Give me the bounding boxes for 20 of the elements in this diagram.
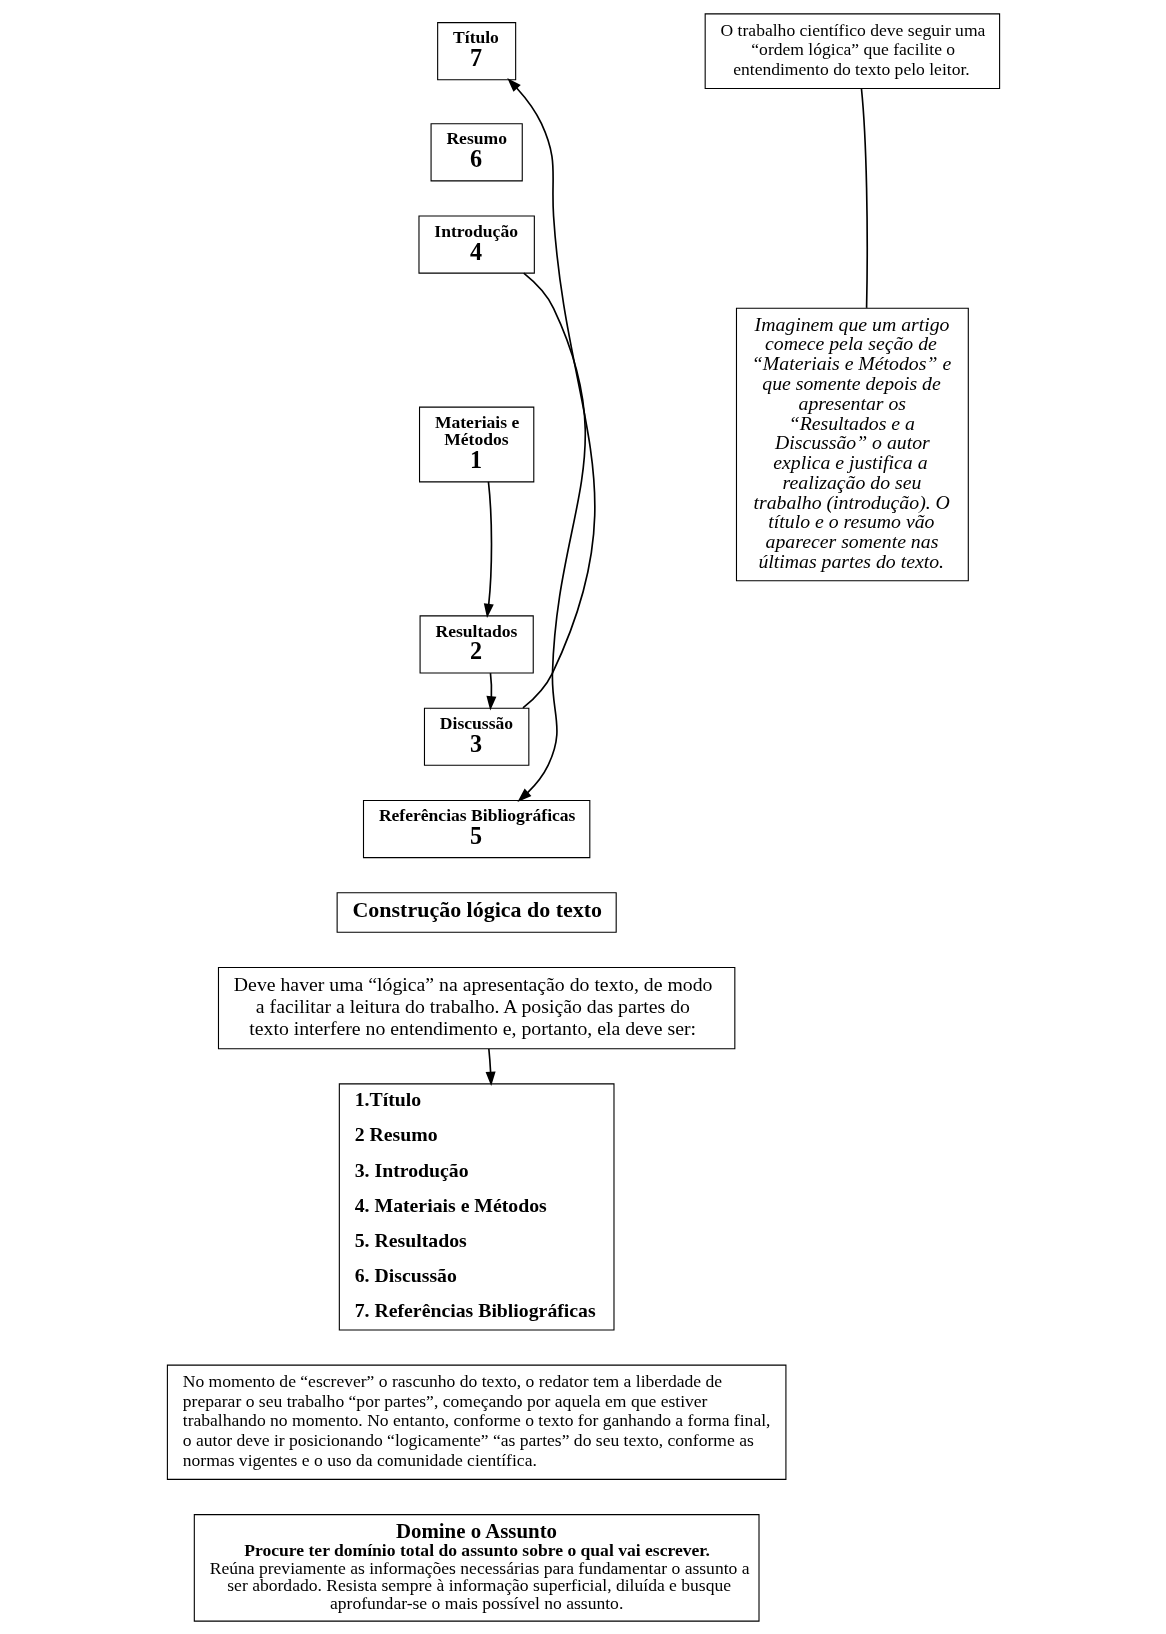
node-box: Construção lógica do texto — [336, 891, 617, 933]
node-box: Título 7 — [436, 21, 516, 80]
connector — [860, 87, 868, 309]
node-box: Materiais e Métodos 1 — [418, 406, 534, 482]
arrow — [516, 271, 586, 802]
node-box: Discussão 3 — [423, 707, 529, 766]
arrow — [506, 77, 595, 709]
node-box: Imaginem que um artigo comece pela seção de “Materiais e Métodos” e que somente depois de apresentar os “Resultados e a Discussão” o autor explica e justifica a realização do seu trabalho (introdução). O título e o resumo vão aparecer somente nas últimas partes do texto. — [735, 307, 969, 581]
node-box: Referências Bibliográficas 5 — [362, 799, 590, 858]
node-box: Resumo 6 — [430, 122, 523, 181]
node-box: Deve haver uma “lógica” na apresentação do texto, de modo a facilitar a leitura do trabalho. A posição das partes do texto interfere no entendimento e, portanto, ela deve ser: — [217, 966, 735, 1049]
arrow — [483, 480, 494, 618]
node-box: O trabalho científico deve seguir uma “ordem lógica” que facilite o entendimento do texto pelo leitor. — [704, 12, 1000, 89]
node-box: 1.Título 2 Resumo 3. Introdução 4. Materiais e Métodos 5. Resultados 6. Discussão 7. Referências Bibliográficas — [338, 1082, 615, 1331]
arrow — [485, 1047, 496, 1086]
node-box: Resultados 2 — [419, 614, 534, 674]
node-box: Domine o Assunto Procure ter domínio total do assunto sobre o qual vai escrever. Reúna previamente as informações necessárias para fundamentar o assunto a ser abordado. Resista sempre à informação superficial, diluída e busque aprofundar-se o mais possível no assunto. — [193, 1513, 760, 1622]
arrow — [485, 671, 496, 710]
node-box: No momento de “escrever” o rascunho do texto, o redator tem a liberdade de preparar o seu trabalho “por partes”, começando por aquela em que estiver trabalhando no momento. No entanto, conforme o texto for ganhando a forma final, o autor deve ir posicionando “logicamente” “as partes” do seu texto, conforme as normas vigentes e o uso da comunidade científica. — [166, 1364, 786, 1480]
node-box: Introdução 4 — [417, 214, 535, 274]
